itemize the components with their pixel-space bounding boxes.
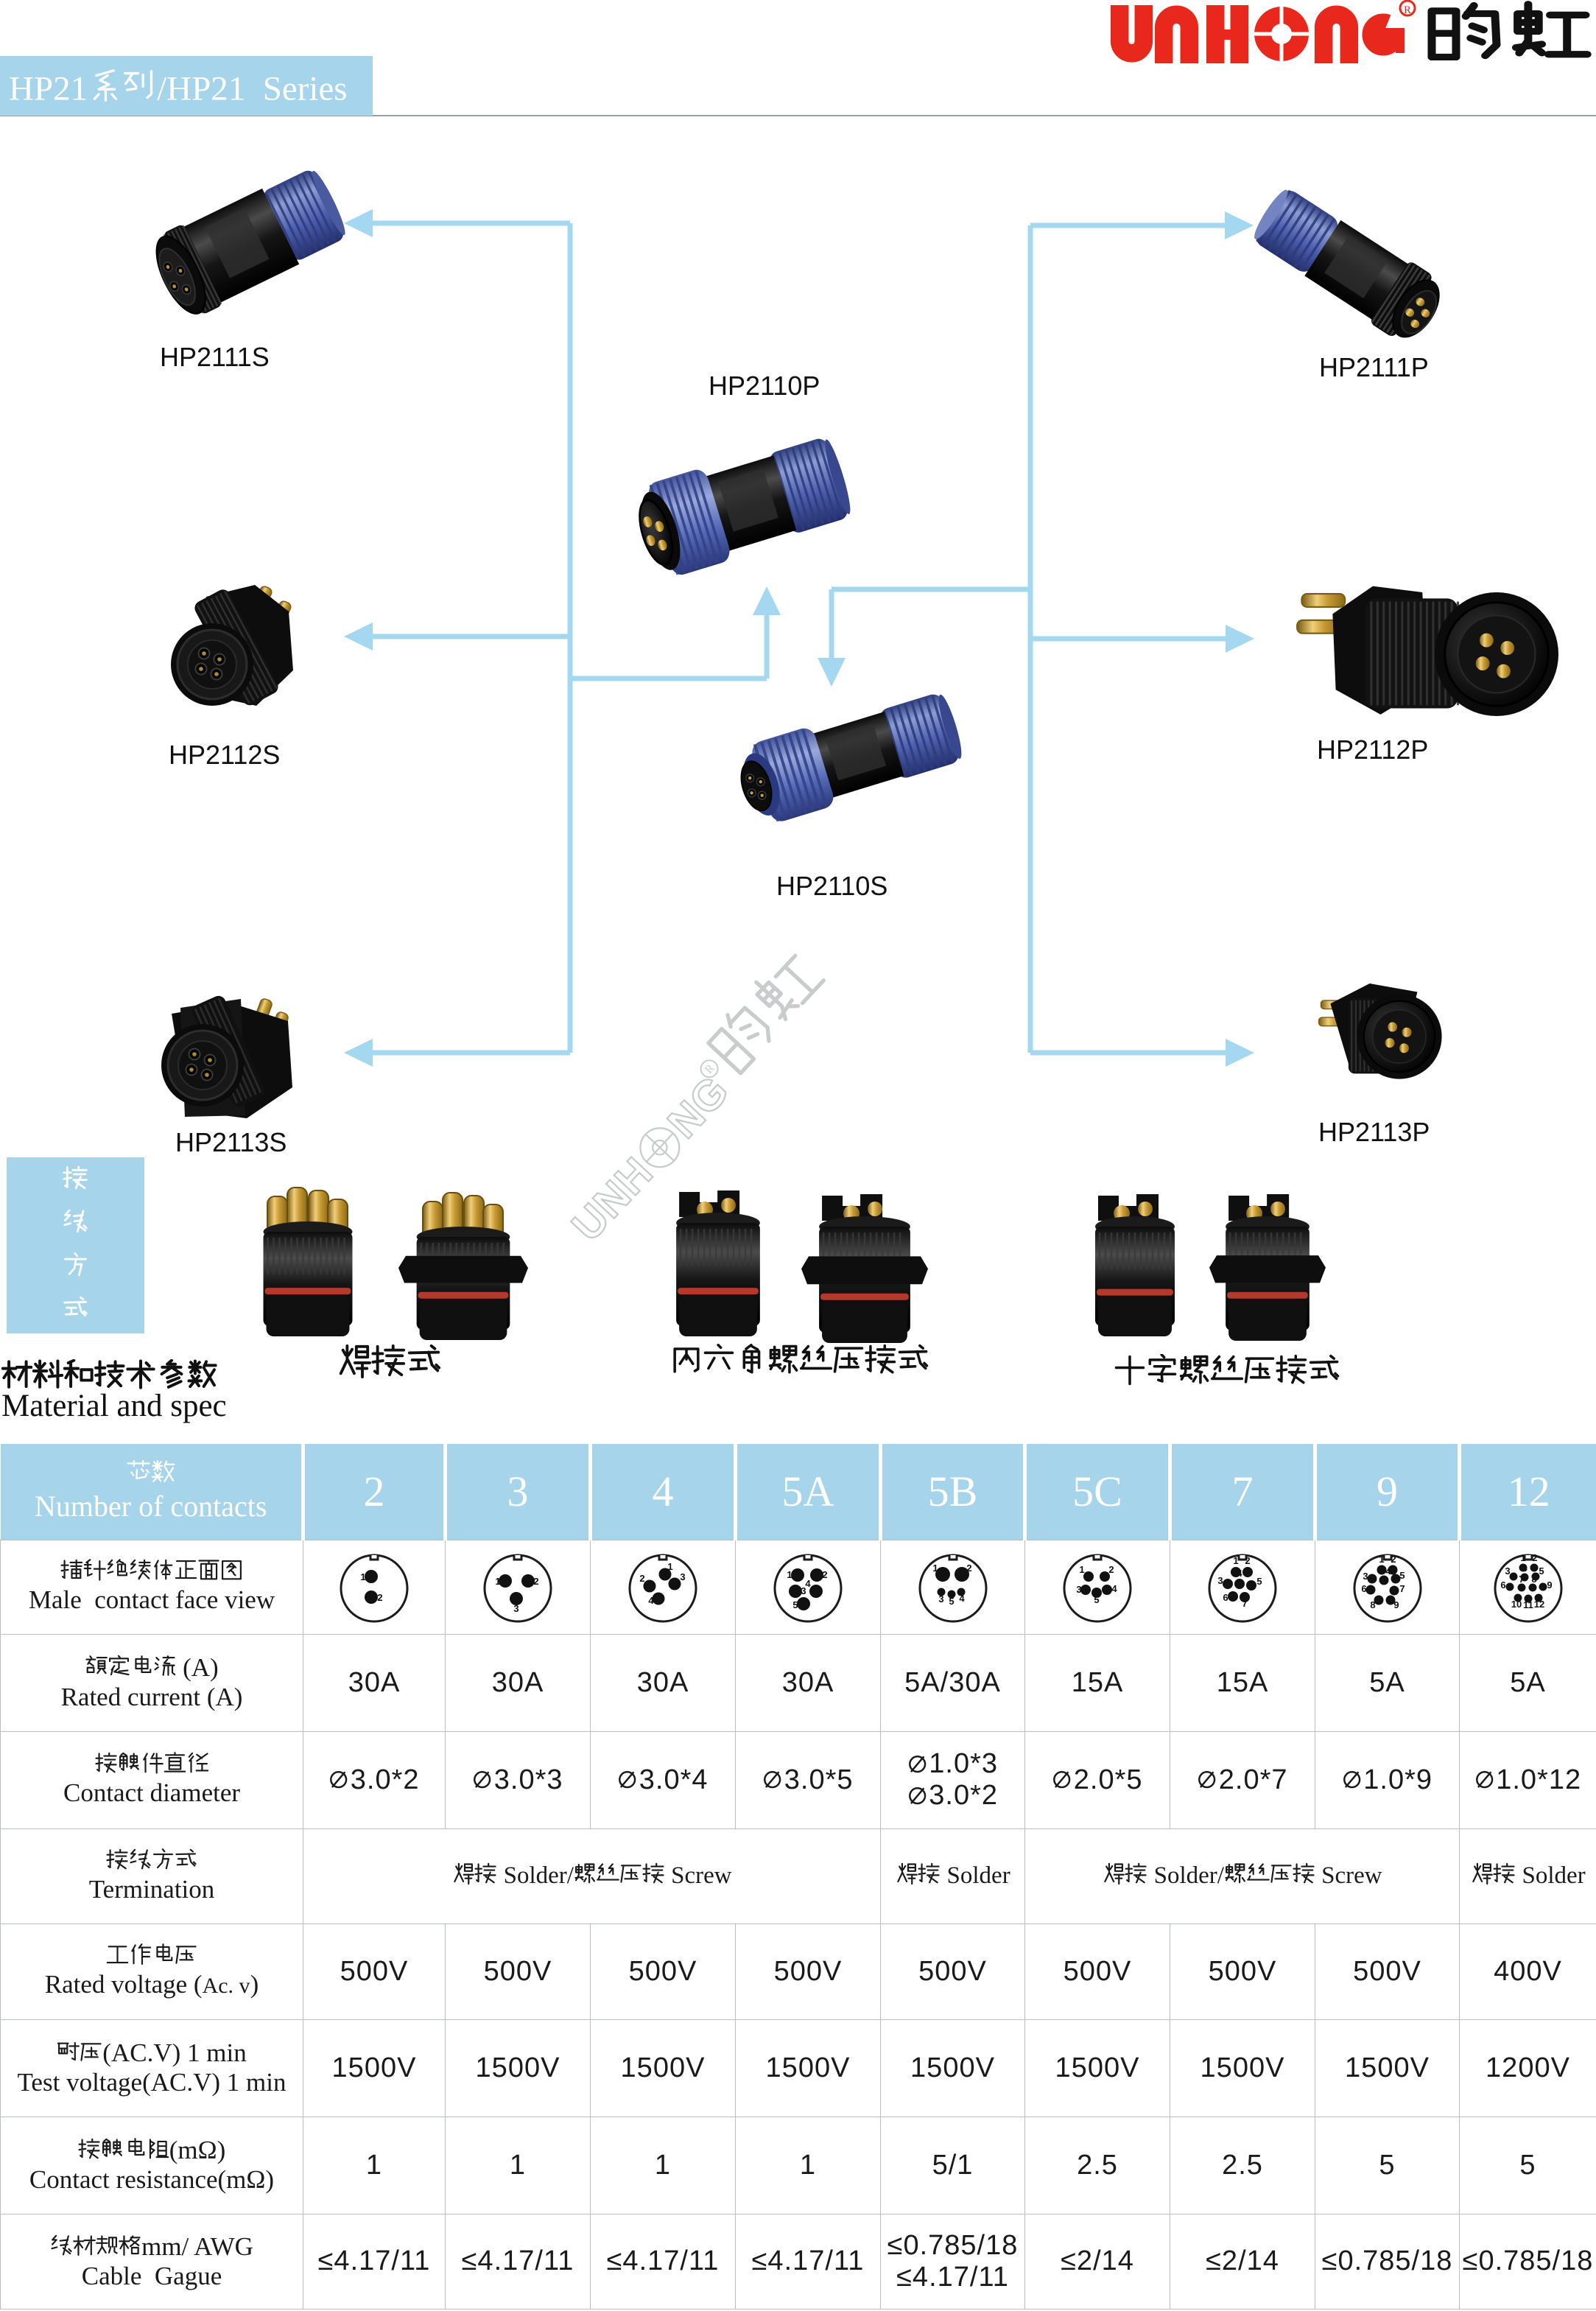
svg-text:3: 3 — [1505, 1565, 1510, 1577]
svg-text:9: 9 — [1547, 1579, 1552, 1591]
svg-text:7: 7 — [1519, 1574, 1524, 1585]
svg-text:6: 6 — [1500, 1579, 1505, 1591]
svg-text:2: 2 — [1532, 1552, 1537, 1563]
svg-text:4: 4 — [1385, 1565, 1391, 1577]
svg-text:4: 4 — [1522, 1563, 1528, 1574]
svg-text:2: 2 — [822, 1569, 827, 1580]
svg-text:3: 3 — [1217, 1575, 1223, 1586]
svg-text:10: 10 — [1511, 1599, 1521, 1610]
svg-text:2: 2 — [1245, 1555, 1250, 1566]
svg-text:1: 1 — [1233, 1555, 1238, 1566]
svg-text:5: 5 — [792, 1599, 798, 1610]
svg-text:5: 5 — [949, 1596, 954, 1607]
svg-text:3: 3 — [680, 1571, 685, 1582]
svg-text:9: 9 — [1393, 1599, 1399, 1610]
svg-text:6: 6 — [1361, 1583, 1366, 1594]
svg-text:3: 3 — [1363, 1571, 1368, 1582]
svg-text:7: 7 — [1242, 1598, 1247, 1609]
svg-text:3: 3 — [1076, 1584, 1081, 1595]
svg-text:4: 4 — [1237, 1568, 1242, 1579]
svg-text:5: 5 — [1399, 1570, 1405, 1581]
svg-text:2: 2 — [533, 1576, 538, 1587]
svg-text:5: 5 — [1539, 1565, 1544, 1577]
svg-text:1: 1 — [787, 1569, 792, 1580]
svg-text:2: 2 — [966, 1563, 971, 1574]
svg-text:4: 4 — [959, 1593, 965, 1604]
svg-text:1: 1 — [1520, 1552, 1525, 1563]
svg-text:11: 11 — [1523, 1599, 1533, 1610]
svg-text:2: 2 — [1391, 1554, 1396, 1565]
svg-text:3: 3 — [938, 1593, 943, 1605]
svg-text:R: R — [1404, 4, 1411, 16]
svg-text:2: 2 — [639, 1573, 644, 1584]
svg-text:1: 1 — [932, 1563, 938, 1574]
svg-text:3: 3 — [513, 1603, 518, 1614]
svg-text:1: 1 — [1079, 1564, 1084, 1575]
svg-text:1: 1 — [360, 1571, 365, 1582]
svg-text:8: 8 — [1531, 1574, 1536, 1585]
svg-text:4: 4 — [805, 1578, 811, 1589]
svg-text:5: 5 — [1256, 1576, 1262, 1587]
svg-text:2: 2 — [377, 1592, 382, 1603]
svg-text:1: 1 — [495, 1576, 500, 1587]
svg-text:3: 3 — [801, 1585, 806, 1596]
svg-text:4: 4 — [648, 1595, 654, 1606]
svg-text:4: 4 — [1111, 1583, 1117, 1594]
svg-text:6: 6 — [1223, 1592, 1228, 1603]
svg-text:8: 8 — [1370, 1599, 1375, 1610]
svg-text:12: 12 — [1533, 1599, 1544, 1610]
svg-text:1: 1 — [667, 1561, 672, 1572]
svg-text:2: 2 — [1108, 1564, 1114, 1575]
svg-text:1: 1 — [1379, 1554, 1384, 1565]
svg-text:5: 5 — [1094, 1594, 1099, 1605]
svg-text:7: 7 — [1399, 1583, 1405, 1594]
